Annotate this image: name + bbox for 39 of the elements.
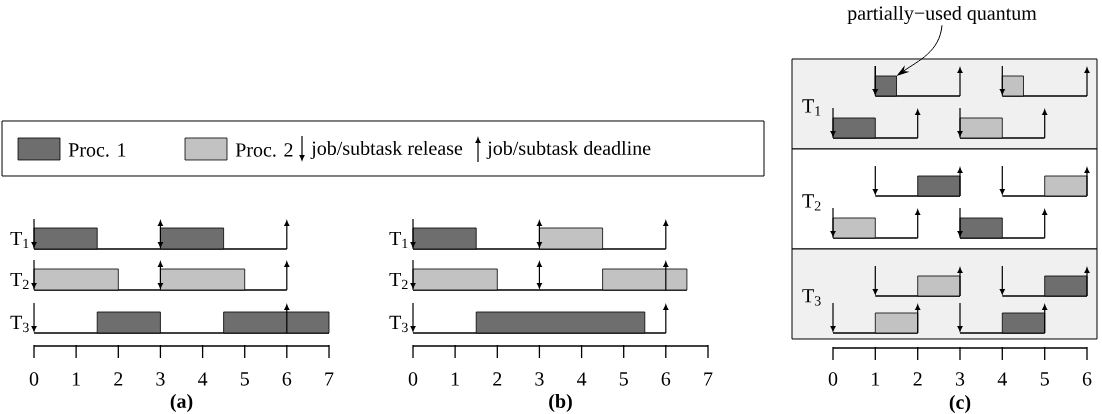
- tick-label: 4: [997, 372, 1007, 386]
- annotation-text: partially−used quantum: [847, 5, 1037, 25]
- tick-label: 4: [198, 372, 208, 386]
- panel-label: (b): [549, 393, 572, 413]
- tick-label: 6: [282, 372, 292, 386]
- tick-label: 1: [872, 372, 880, 386]
- tick-label: 1: [72, 372, 80, 386]
- tick-label: 6: [661, 372, 671, 386]
- task-label: T$_{2}$: [10, 272, 29, 290]
- legend-label: Proc. 1: [68, 143, 126, 157]
- task-label: T$_{2}$: [389, 272, 408, 290]
- leader-arrow: [897, 24, 943, 76]
- tick-label: 7: [325, 372, 334, 386]
- legend-label: Proc. 2: [235, 143, 293, 157]
- legend-label: job/subtask release: [310, 140, 463, 160]
- tick-label: 2: [493, 372, 502, 386]
- tick-label: 0: [29, 372, 39, 386]
- panel-label: (a): [170, 393, 193, 413]
- tick-label: 3: [955, 372, 965, 386]
- tick-label: 6: [1082, 372, 1092, 386]
- schedule-bar: [874, 75, 897, 97]
- tick-label: 7: [704, 372, 713, 386]
- tick-label: 5: [619, 372, 628, 386]
- task-label: T$_{3}$: [10, 315, 29, 333]
- tick-label: 0: [408, 372, 418, 386]
- panel-label: (c): [949, 394, 971, 414]
- tick-label: 2: [913, 372, 922, 386]
- tick-label: 5: [240, 372, 249, 386]
- tick-label: 5: [1040, 372, 1049, 386]
- tick-label: 4: [577, 372, 587, 386]
- tick-label: 1: [451, 372, 459, 386]
- tick-label: 0: [828, 372, 838, 386]
- task-label: T$_{1}$: [10, 231, 29, 249]
- tick-label: 3: [156, 372, 165, 386]
- task-label: T$_{3}$: [389, 315, 408, 333]
- tick-label: 2: [114, 372, 123, 386]
- legend-label: job/subtask deadline: [486, 140, 651, 160]
- task-label: T$_{1}$: [389, 231, 408, 249]
- tick-label: 3: [535, 372, 544, 386]
